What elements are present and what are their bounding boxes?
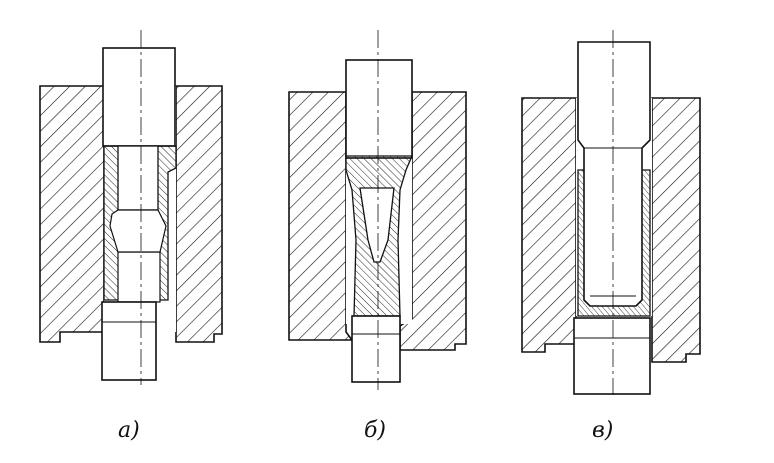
die-a-right bbox=[175, 85, 223, 343]
die-b-left bbox=[288, 91, 354, 341]
panel-b bbox=[288, 30, 467, 390]
punch-a bbox=[102, 47, 176, 147]
panel-c bbox=[521, 30, 701, 395]
cavity-b bbox=[359, 187, 395, 263]
die-a-left bbox=[39, 85, 105, 343]
counter-punch-b bbox=[351, 315, 401, 383]
caption-b: б) bbox=[364, 418, 387, 443]
die-c-right bbox=[651, 97, 701, 363]
counter-punch-c bbox=[573, 317, 651, 395]
panel-a bbox=[39, 30, 223, 385]
mandrel-a-lower bbox=[117, 251, 161, 303]
die-c-left bbox=[521, 97, 577, 353]
caption-c: в) bbox=[592, 418, 614, 443]
counter-punch-a bbox=[101, 301, 157, 381]
punch-b bbox=[345, 59, 413, 159]
taper-a bbox=[109, 209, 167, 253]
mandrel-a bbox=[117, 145, 159, 211]
punch-c bbox=[577, 41, 651, 307]
caption-a: a) bbox=[118, 418, 140, 443]
